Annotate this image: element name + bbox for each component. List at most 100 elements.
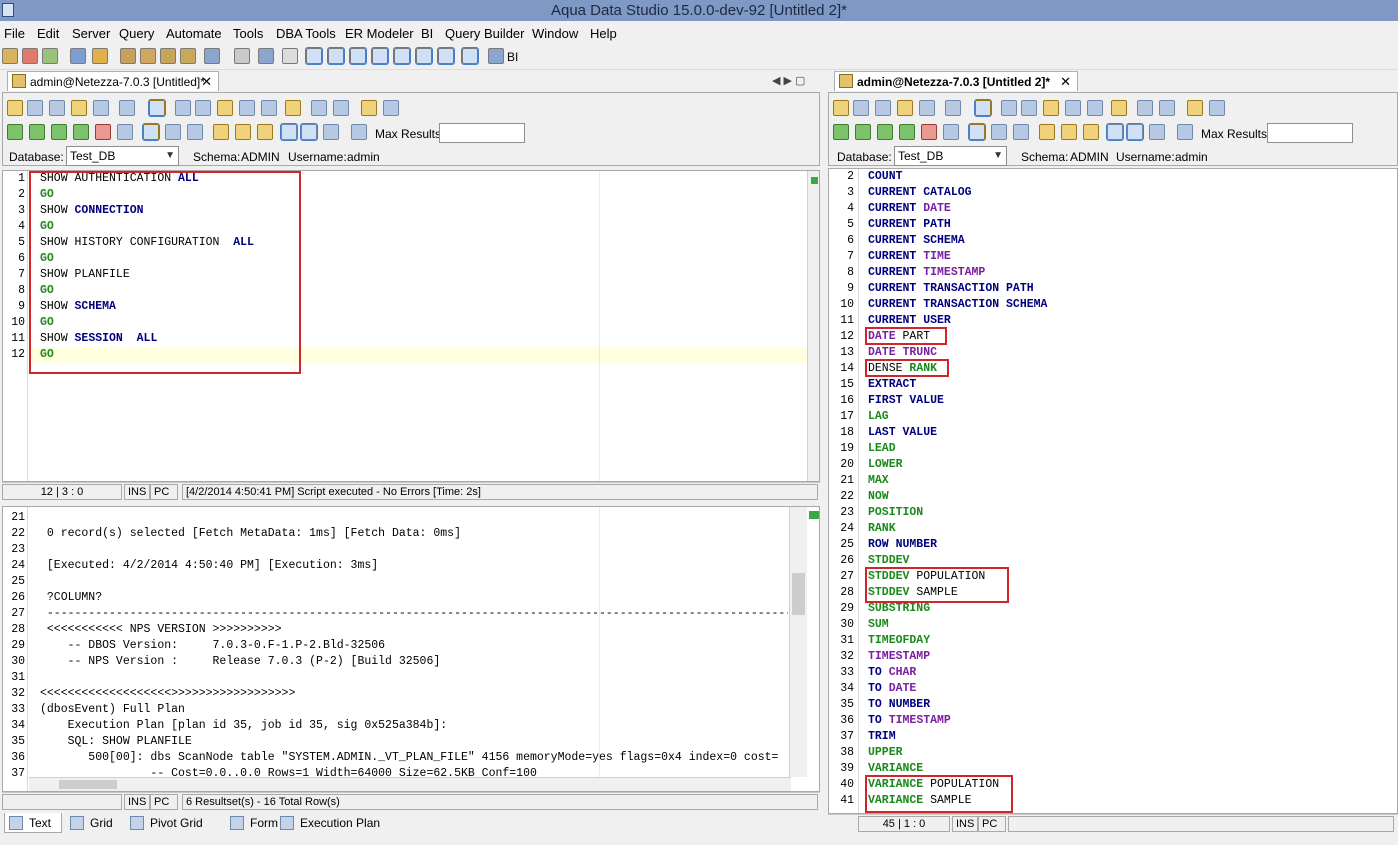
refresh-icon[interactable] (42, 48, 58, 64)
report-icon[interactable] (1149, 124, 1165, 140)
replace-icon[interactable] (1209, 100, 1225, 116)
database-connection-icon[interactable] (1177, 124, 1193, 140)
menu-item-bi[interactable]: BI (421, 26, 434, 41)
database-select[interactable]: Test_DB ▼ (894, 146, 1007, 166)
transaction-icon[interactable] (968, 123, 986, 141)
undo-icon[interactable] (261, 100, 277, 116)
export-icon[interactable] (921, 124, 937, 140)
tab-execution-plan[interactable]: Execution Plan (276, 813, 384, 833)
grid-results-icon[interactable] (1126, 123, 1144, 141)
menu-item-query-builder[interactable]: Query Builder (445, 26, 525, 41)
close-icon[interactable]: ✕ (1060, 74, 1071, 89)
menu-item-automate[interactable]: Automate (166, 26, 222, 41)
save-as-icon[interactable] (897, 100, 913, 116)
menu-item-query[interactable]: Query (119, 26, 155, 41)
tab-nav-icon[interactable]: ◀ ▶ ▢ (772, 75, 806, 87)
export-icon[interactable] (95, 124, 111, 140)
replace-icon[interactable] (383, 100, 399, 116)
rollback-icon[interactable] (187, 124, 203, 140)
table-icon[interactable] (120, 48, 136, 64)
copy-icon[interactable] (1043, 100, 1059, 116)
tab-untitled-2[interactable]: admin@Netezza-7.0.3 [Untitled 2]* ✕ (834, 71, 1078, 91)
menu-item-tools[interactable]: Tools (233, 26, 264, 41)
results-horizontal-scrollbar[interactable] (29, 777, 791, 791)
scroll-thumb[interactable] (59, 780, 117, 789)
tab-untitled[interactable]: admin@Netezza-7.0.3 [Untitled]* ✕ (7, 71, 219, 91)
open-icon[interactable] (853, 100, 869, 116)
scroll-thumb[interactable] (792, 573, 805, 615)
schema-icon[interactable] (92, 48, 108, 64)
menu-item-dba-tools[interactable]: DBA Tools (276, 26, 336, 41)
wrench-icon[interactable] (311, 100, 327, 116)
commit-icon[interactable] (165, 124, 181, 140)
menu-item-edit[interactable]: Edit (37, 26, 60, 41)
rollback-icon[interactable] (1013, 124, 1029, 140)
transaction-icon[interactable] (142, 123, 160, 141)
report-icon[interactable] (323, 124, 339, 140)
menu-item-window[interactable]: Window (532, 26, 579, 41)
view-icon[interactable] (140, 48, 156, 64)
text-results-icon[interactable] (1106, 123, 1124, 141)
menu-item-help[interactable]: Help (590, 26, 617, 41)
tab-pivot-grid[interactable]: Pivot Grid (126, 813, 222, 833)
explain-icon[interactable] (1039, 124, 1055, 140)
plan-icon[interactable] (1061, 124, 1077, 140)
page-icon[interactable] (974, 99, 992, 117)
paste-icon[interactable] (1065, 100, 1081, 116)
execute-all-icon[interactable] (7, 124, 23, 140)
execute-edit-icon[interactable] (899, 124, 915, 140)
table-icon[interactable] (327, 47, 345, 65)
execute-icon[interactable] (855, 124, 871, 140)
select-icon[interactable] (1001, 100, 1017, 116)
save-icon[interactable] (49, 100, 65, 116)
page-icon[interactable] (148, 99, 166, 117)
text-results-icon[interactable] (280, 123, 298, 141)
procedure-icon[interactable] (160, 48, 176, 64)
execute-icon[interactable] (29, 124, 45, 140)
format-icon[interactable] (333, 100, 349, 116)
bi-toolbar-label[interactable]: BI (507, 50, 519, 64)
copy-icon[interactable] (919, 100, 935, 116)
select-icon[interactable] (175, 100, 191, 116)
database-connection-icon[interactable] (351, 124, 367, 140)
cut-icon[interactable] (195, 100, 211, 116)
grid-icon[interactable] (305, 47, 323, 65)
results-vertical-scrollbar[interactable] (789, 507, 807, 777)
print-icon[interactable] (945, 100, 961, 116)
explain-icon[interactable] (213, 124, 229, 140)
copy-icon[interactable] (217, 100, 233, 116)
grid-results-icon[interactable] (300, 123, 318, 141)
find-icon[interactable] (361, 100, 377, 116)
plan-icon[interactable] (235, 124, 251, 140)
open-icon[interactable] (27, 100, 43, 116)
redo-icon[interactable] (285, 100, 301, 116)
query-analyzer-icon[interactable] (204, 48, 220, 64)
database-icon[interactable] (349, 47, 367, 65)
columns-icon[interactable] (371, 47, 389, 65)
save-icon[interactable] (875, 100, 891, 116)
dropdown-arrow-icon[interactable] (234, 48, 250, 64)
index-icon[interactable] (180, 48, 196, 64)
server-icon[interactable] (70, 48, 86, 64)
cut-icon[interactable] (1021, 100, 1037, 116)
grid-icon[interactable] (393, 47, 411, 65)
commit-icon[interactable] (991, 124, 1007, 140)
report-icon[interactable] (461, 47, 479, 65)
bi-icon[interactable] (488, 48, 504, 64)
menu-item-file[interactable]: File (4, 26, 25, 41)
close-icon[interactable]: ✕ (201, 74, 212, 89)
open-icon[interactable] (2, 48, 18, 64)
new-icon[interactable] (7, 100, 23, 116)
format-icon[interactable] (1159, 100, 1175, 116)
grid-icon[interactable] (282, 48, 298, 64)
tab-grid[interactable]: Grid (66, 813, 122, 833)
copy-icon[interactable] (93, 100, 109, 116)
database-select[interactable]: Test_DB ▼ (66, 146, 179, 166)
execute-current-icon[interactable] (877, 124, 893, 140)
editor-scrollbar[interactable] (807, 171, 819, 481)
new-icon[interactable] (833, 100, 849, 116)
undo-icon[interactable] (1087, 100, 1103, 116)
